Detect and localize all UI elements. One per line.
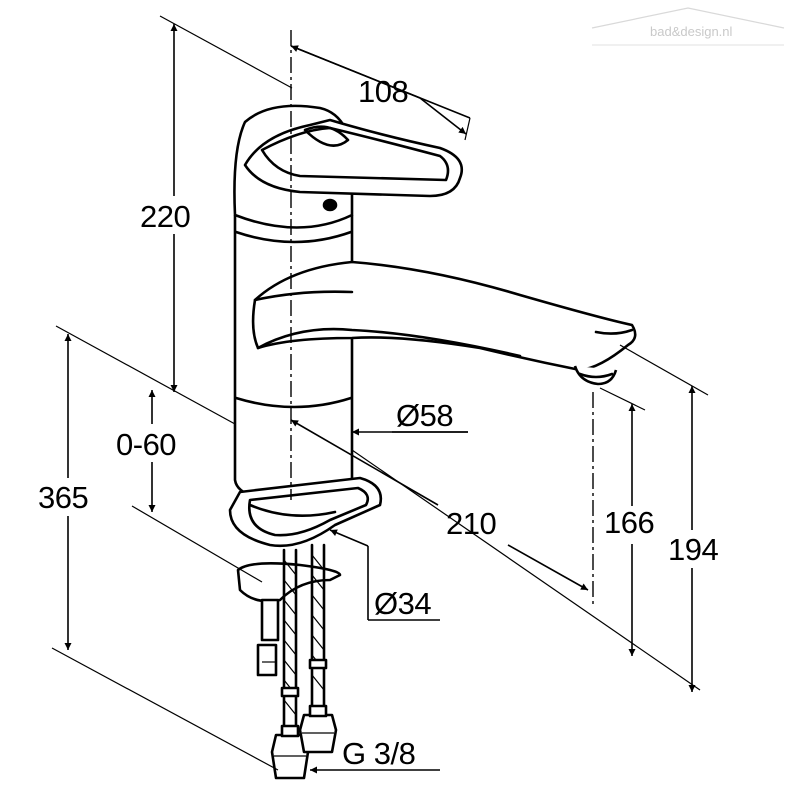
dimension-thread-g38: G 3/8 <box>310 736 440 774</box>
dimension-365: 365 <box>38 325 279 771</box>
label-diameter-34: Ø34 <box>374 586 431 621</box>
label-diameter-58: Ø58 <box>396 398 453 433</box>
dimension-diameter-58: Ø58 <box>352 398 468 436</box>
dimension-210: 210 <box>290 419 701 691</box>
dimension-diameter-34: Ø34 <box>329 529 440 621</box>
label-365: 365 <box>38 480 88 515</box>
faucet-outline <box>228 104 637 780</box>
label-108: 108 <box>358 74 408 109</box>
label-220: 220 <box>140 199 190 234</box>
label-210: 210 <box>446 506 496 541</box>
watermark-text: bad&design.nl <box>650 24 733 39</box>
label-0-60: 0-60 <box>116 427 176 462</box>
watermark-logo: bad&design.nl <box>591 7 785 46</box>
dimension-194: 194 <box>619 344 736 692</box>
dimension-0-60: 0-60 <box>114 390 263 583</box>
label-194: 194 <box>668 532 718 567</box>
dimension-220: 220 <box>140 15 293 392</box>
dimension-166: 166 <box>599 387 666 656</box>
dimension-108: 108 <box>290 45 471 141</box>
label-thread-g38: G 3/8 <box>342 736 415 771</box>
supply-hoses <box>270 543 338 780</box>
label-166: 166 <box>604 505 654 540</box>
